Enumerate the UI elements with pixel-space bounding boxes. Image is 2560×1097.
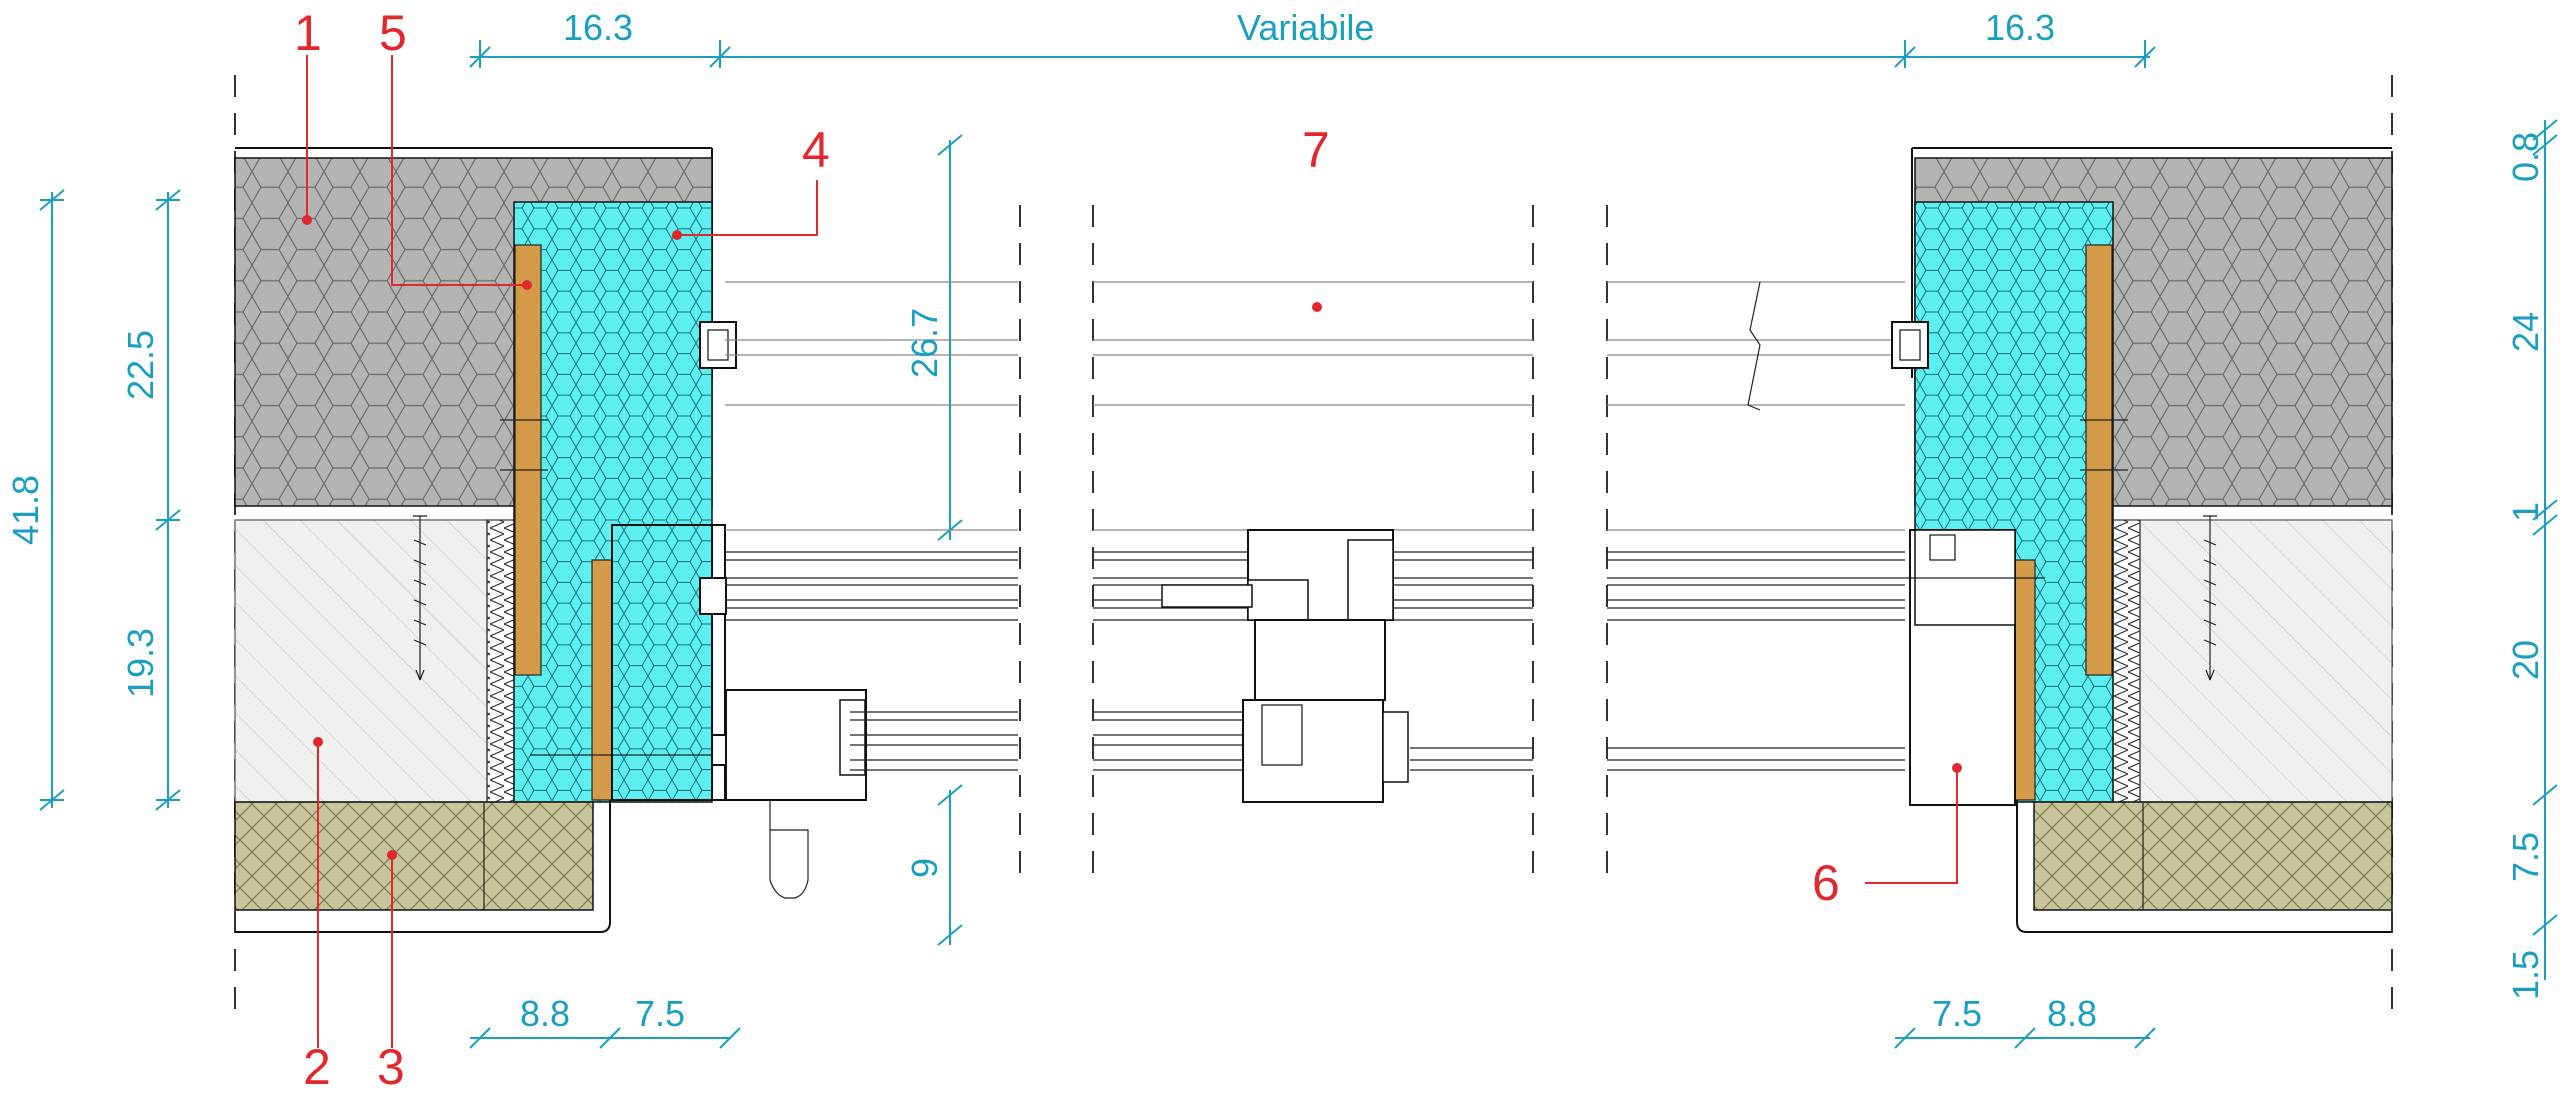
dim-left-lower: 19.3: [120, 628, 161, 698]
dim-bottom-left-2: 7.5: [635, 993, 685, 1034]
dim-right-1: 1: [2505, 502, 2546, 522]
callout-1: 1: [294, 5, 322, 61]
callout-leaders: [302, 55, 1962, 1048]
dim-right-24: 24: [2505, 312, 2546, 352]
dim-mid-upper: 26.7: [904, 308, 945, 378]
dim-top-right: 16.3: [1985, 7, 2055, 48]
dim-top-left: 16.3: [563, 7, 633, 48]
dim-mid-lower: 9: [904, 858, 945, 878]
dim-bottom-left-1: 8.8: [520, 993, 570, 1034]
wood-strip-right: [2085, 244, 2113, 676]
glass-panes: [725, 281, 1905, 771]
dim-left-outer: 41.8: [5, 475, 46, 545]
dim-right-1-5: 1.5: [2505, 950, 2546, 1000]
dim-right-20: 20: [2505, 640, 2546, 680]
callout-2: 2: [303, 1039, 331, 1095]
right-window-frame: [1891, 321, 2045, 806]
dimension-lines: [39, 40, 2558, 1049]
callout-6: 6: [1812, 855, 1840, 911]
callout-4: 4: [802, 122, 830, 178]
left-wall-section: [234, 147, 720, 933]
callout-5: 5: [379, 5, 407, 61]
dim-left-upper: 22.5: [120, 330, 161, 400]
dim-bottom-right-1: 7.5: [1932, 993, 1982, 1034]
dim-bottom-right-2: 8.8: [2047, 993, 2097, 1034]
callout-7: 7: [1302, 122, 1330, 178]
center-sliding-frame: [1161, 529, 1409, 803]
dim-right-0-8: 0.8: [2505, 132, 2546, 182]
callout-3: 3: [377, 1039, 405, 1095]
wood-strip-left: [514, 244, 542, 676]
dim-top-middle: Variabile: [1237, 7, 1374, 48]
dim-right-7-5: 7.5: [2505, 832, 2546, 882]
